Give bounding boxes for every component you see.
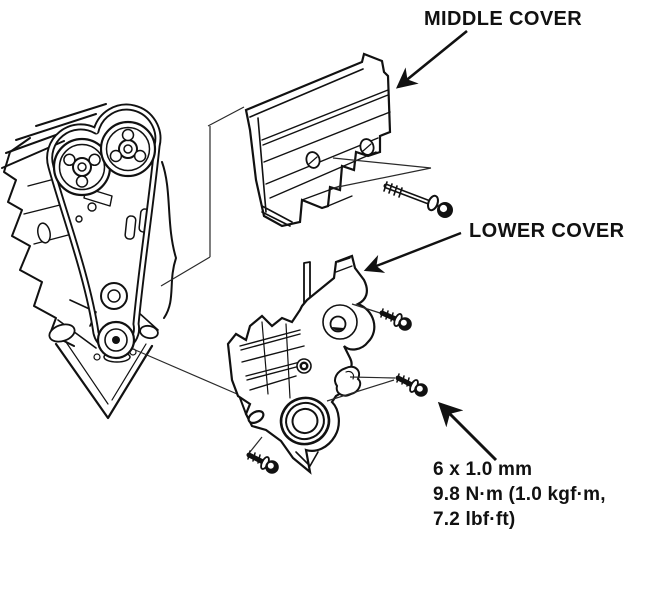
engine-assembly bbox=[1, 103, 177, 420]
middle-cover-label: MIDDLE COVER bbox=[424, 8, 583, 30]
lower-cover-arrow bbox=[363, 231, 462, 273]
projection-lines bbox=[132, 106, 245, 398]
lower-cover-label: LOWER COVER bbox=[469, 220, 625, 242]
bolt-upper bbox=[379, 308, 412, 331]
bolt-hole bbox=[296, 358, 312, 374]
bolt-spec-text: 6 x 1.0 mm 9.8 N·m (1.0 kgf·m, 7.2 lbf·f… bbox=[433, 457, 606, 532]
middle-cover-bolt bbox=[383, 181, 453, 218]
bolt-size-line: 6 x 1.0 mm bbox=[433, 459, 533, 480]
crank-seal-opening bbox=[279, 396, 331, 446]
cam-pulley-right bbox=[99, 120, 157, 178]
crank-sprocket bbox=[96, 320, 136, 360]
bolt-spec-arrow bbox=[437, 401, 498, 462]
torque-imperial-line: 7.2 lbf·ft) bbox=[433, 509, 516, 530]
torque-metric-line: 9.8 N·m (1.0 kgf·m, bbox=[433, 484, 606, 505]
middle-cover-arrow bbox=[395, 29, 468, 89]
middle-cover bbox=[244, 52, 392, 228]
timing-belt bbox=[46, 103, 162, 353]
bolt-leader-lines bbox=[249, 303, 396, 453]
tensioner-pulley bbox=[100, 282, 128, 310]
lower-cover bbox=[226, 254, 376, 475]
middle-bolt-projection bbox=[332, 157, 432, 189]
bolt-lower bbox=[246, 450, 279, 474]
bolt-right bbox=[395, 373, 428, 397]
upper-boss bbox=[322, 304, 358, 340]
alignment-stud bbox=[303, 261, 311, 309]
